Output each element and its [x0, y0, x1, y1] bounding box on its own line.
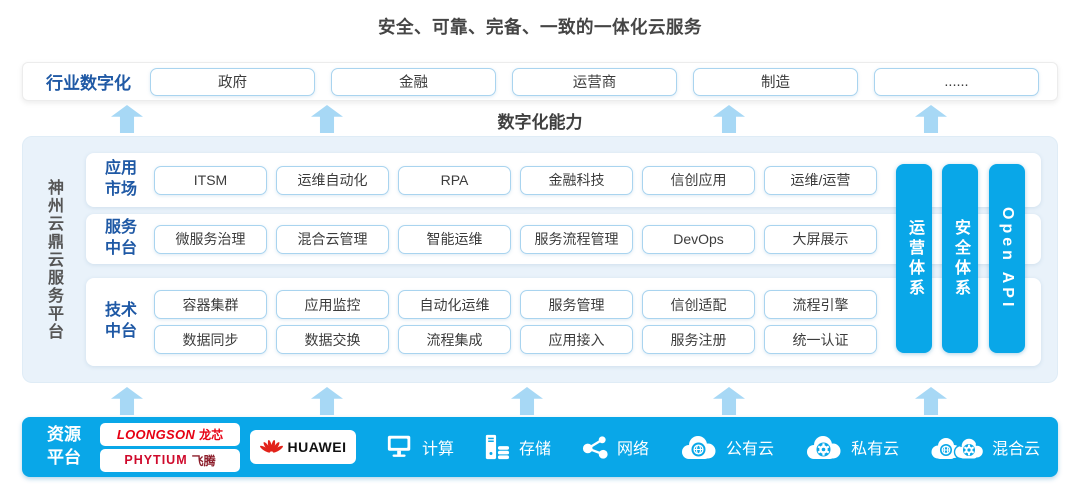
app-item: 运维/运营 — [764, 165, 877, 195]
hybrid-cloud-icon — [931, 437, 985, 460]
tech-item: 应用监控 — [276, 290, 389, 319]
industry-item-finance: 金融 — [331, 67, 496, 96]
resource-item-private-cloud: 私有云 — [803, 433, 899, 461]
huawei-logo-text: HUAWEI — [287, 439, 347, 455]
loongson-logo-cn: 龙芯 — [199, 427, 224, 442]
tech-item: 服务管理 — [520, 290, 633, 319]
service-item: 微服务治理 — [154, 224, 267, 254]
industry-item-government: 政府 — [150, 67, 315, 96]
row-boxes: 微服务治理 混合云管理 智能运维 服务流程管理 DevOps 大屏展示 — [154, 224, 877, 254]
app-item: ITSM — [154, 165, 267, 195]
phytium-logo-text: PHYTIUM — [124, 453, 188, 467]
industry-item-manufacturing: 制造 — [693, 67, 858, 96]
huawei-logo: HUAWEI — [250, 430, 356, 464]
row-label: 服务中台 — [104, 219, 137, 257]
pillar-label: Open API — [999, 206, 1016, 311]
tech-item: 数据同步 — [154, 325, 267, 354]
capability-label: 数字化能力 — [497, 113, 583, 132]
up-arrow-icon — [311, 387, 343, 415]
app-item: 信创应用 — [642, 165, 755, 195]
loongson-logo: LOONGSON 龙芯 — [100, 422, 240, 446]
resource-label: 资源平台 — [47, 425, 81, 467]
resource-item-label: 混合云 — [992, 441, 1041, 458]
compute-icon — [387, 435, 411, 457]
page-title: 安全、可靠、完备、一致的一体化云服务 — [378, 17, 702, 37]
tech-item: 容器集群 — [154, 290, 267, 319]
tech-item: 流程引擎 — [764, 290, 877, 319]
app-item: RPA — [398, 165, 511, 195]
service-item: 混合云管理 — [276, 224, 389, 254]
app-item: 金融科技 — [520, 165, 633, 195]
loongson-logo-text: LOONGSON — [116, 426, 196, 442]
pillar-operation-system: 运营体系 — [896, 164, 932, 353]
service-item: 服务流程管理 — [520, 224, 633, 254]
network-icon — [582, 435, 608, 459]
up-arrow-icon — [311, 105, 343, 133]
public-cloud-icon — [682, 436, 716, 459]
row-boxes: ITSM 运维自动化 RPA 金融科技 信创应用 运维/运营 — [154, 165, 877, 195]
row-boxes: 容器集群 应用监控 自动化运维 服务管理 信创适配 流程引擎 数据同步 数据交换… — [154, 290, 877, 354]
row-application-market: 应用市场 ITSM 运维自动化 RPA 金融科技 信创应用 运维/运营 — [86, 153, 1041, 207]
industry-boxes: 政府 金融 运营商 制造 ...... — [150, 67, 1039, 96]
up-arrow-icon — [111, 387, 143, 415]
row-technology-platform: 技术中台 容器集群 应用监控 自动化运维 服务管理 信创适配 流程引擎 数据同步… — [86, 278, 1041, 366]
pillar-security-system: 安全体系 — [942, 164, 978, 353]
row-label: 技术中台 — [104, 302, 137, 340]
vendor-logos: LOONGSON 龙芯 PHYTIUM 飞腾 — [100, 422, 240, 472]
tech-item: 数据交换 — [276, 325, 389, 354]
up-arrow-icon — [713, 387, 745, 415]
service-item: 智能运维 — [398, 224, 511, 254]
tech-item: 统一认证 — [764, 325, 877, 354]
pillar-label: 运营体系 — [906, 218, 923, 299]
service-item: 大屏展示 — [764, 224, 877, 254]
up-arrow-icon — [915, 387, 947, 415]
resource-items: 计算 存储 — [386, 433, 1040, 461]
resource-item-compute: 计算 — [386, 434, 454, 460]
tech-item: 流程集成 — [398, 325, 511, 354]
resource-platform-bar: 资源平台 LOONGSON 龙芯 PHYTIUM 飞腾 — [22, 417, 1058, 477]
app-item: 运维自动化 — [276, 165, 389, 195]
pillar-open-api: Open API — [989, 164, 1025, 353]
industry-row: 行业数字化 政府 金融 运营商 制造 ...... — [22, 62, 1058, 101]
pillar-label: 安全体系 — [952, 218, 969, 299]
service-item: DevOps — [642, 224, 755, 254]
tech-item: 服务注册 — [642, 325, 755, 354]
row-service-platform: 服务中台 微服务治理 混合云管理 智能运维 服务流程管理 DevOps 大屏展示 — [86, 214, 1041, 264]
resource-item-label: 计算 — [422, 441, 455, 458]
industry-item-operator: 运营商 — [512, 67, 677, 96]
up-arrow-icon — [511, 387, 543, 415]
phytium-logo-cn: 飞腾 — [191, 453, 216, 468]
storage-icon — [485, 434, 510, 460]
industry-row-label: 行业数字化 — [46, 74, 131, 93]
resource-item-hybrid-cloud: 混合云 — [928, 433, 1040, 461]
industry-item-more: ...... — [874, 67, 1039, 96]
resource-item-network: 网络 — [580, 434, 649, 461]
resource-item-storage: 存储 — [483, 434, 551, 460]
resource-item-label: 网络 — [617, 441, 650, 458]
resource-item-label: 公有云 — [726, 441, 775, 458]
tech-item: 自动化运维 — [398, 290, 511, 319]
platform-side-label: 神州云鼎云服务平台 — [45, 178, 62, 341]
tech-item: 信创适配 — [642, 290, 755, 319]
huawei-flower-icon — [259, 439, 283, 453]
private-cloud-icon — [807, 436, 841, 459]
up-arrow-icon — [111, 105, 143, 133]
platform-panel: 神州云鼎云服务平台 应用市场 ITSM 运维自动化 RPA 金融科技 信创应用 … — [22, 136, 1058, 383]
up-arrow-icon — [713, 105, 745, 133]
resource-item-label: 私有云 — [851, 441, 900, 458]
phytium-logo: PHYTIUM 飞腾 — [100, 448, 240, 472]
resource-item-public-cloud: 公有云 — [678, 433, 774, 461]
resource-item-label: 存储 — [519, 441, 552, 458]
up-arrow-icon — [915, 105, 947, 133]
tech-item: 应用接入 — [520, 325, 633, 354]
row-label: 应用市场 — [104, 160, 137, 198]
